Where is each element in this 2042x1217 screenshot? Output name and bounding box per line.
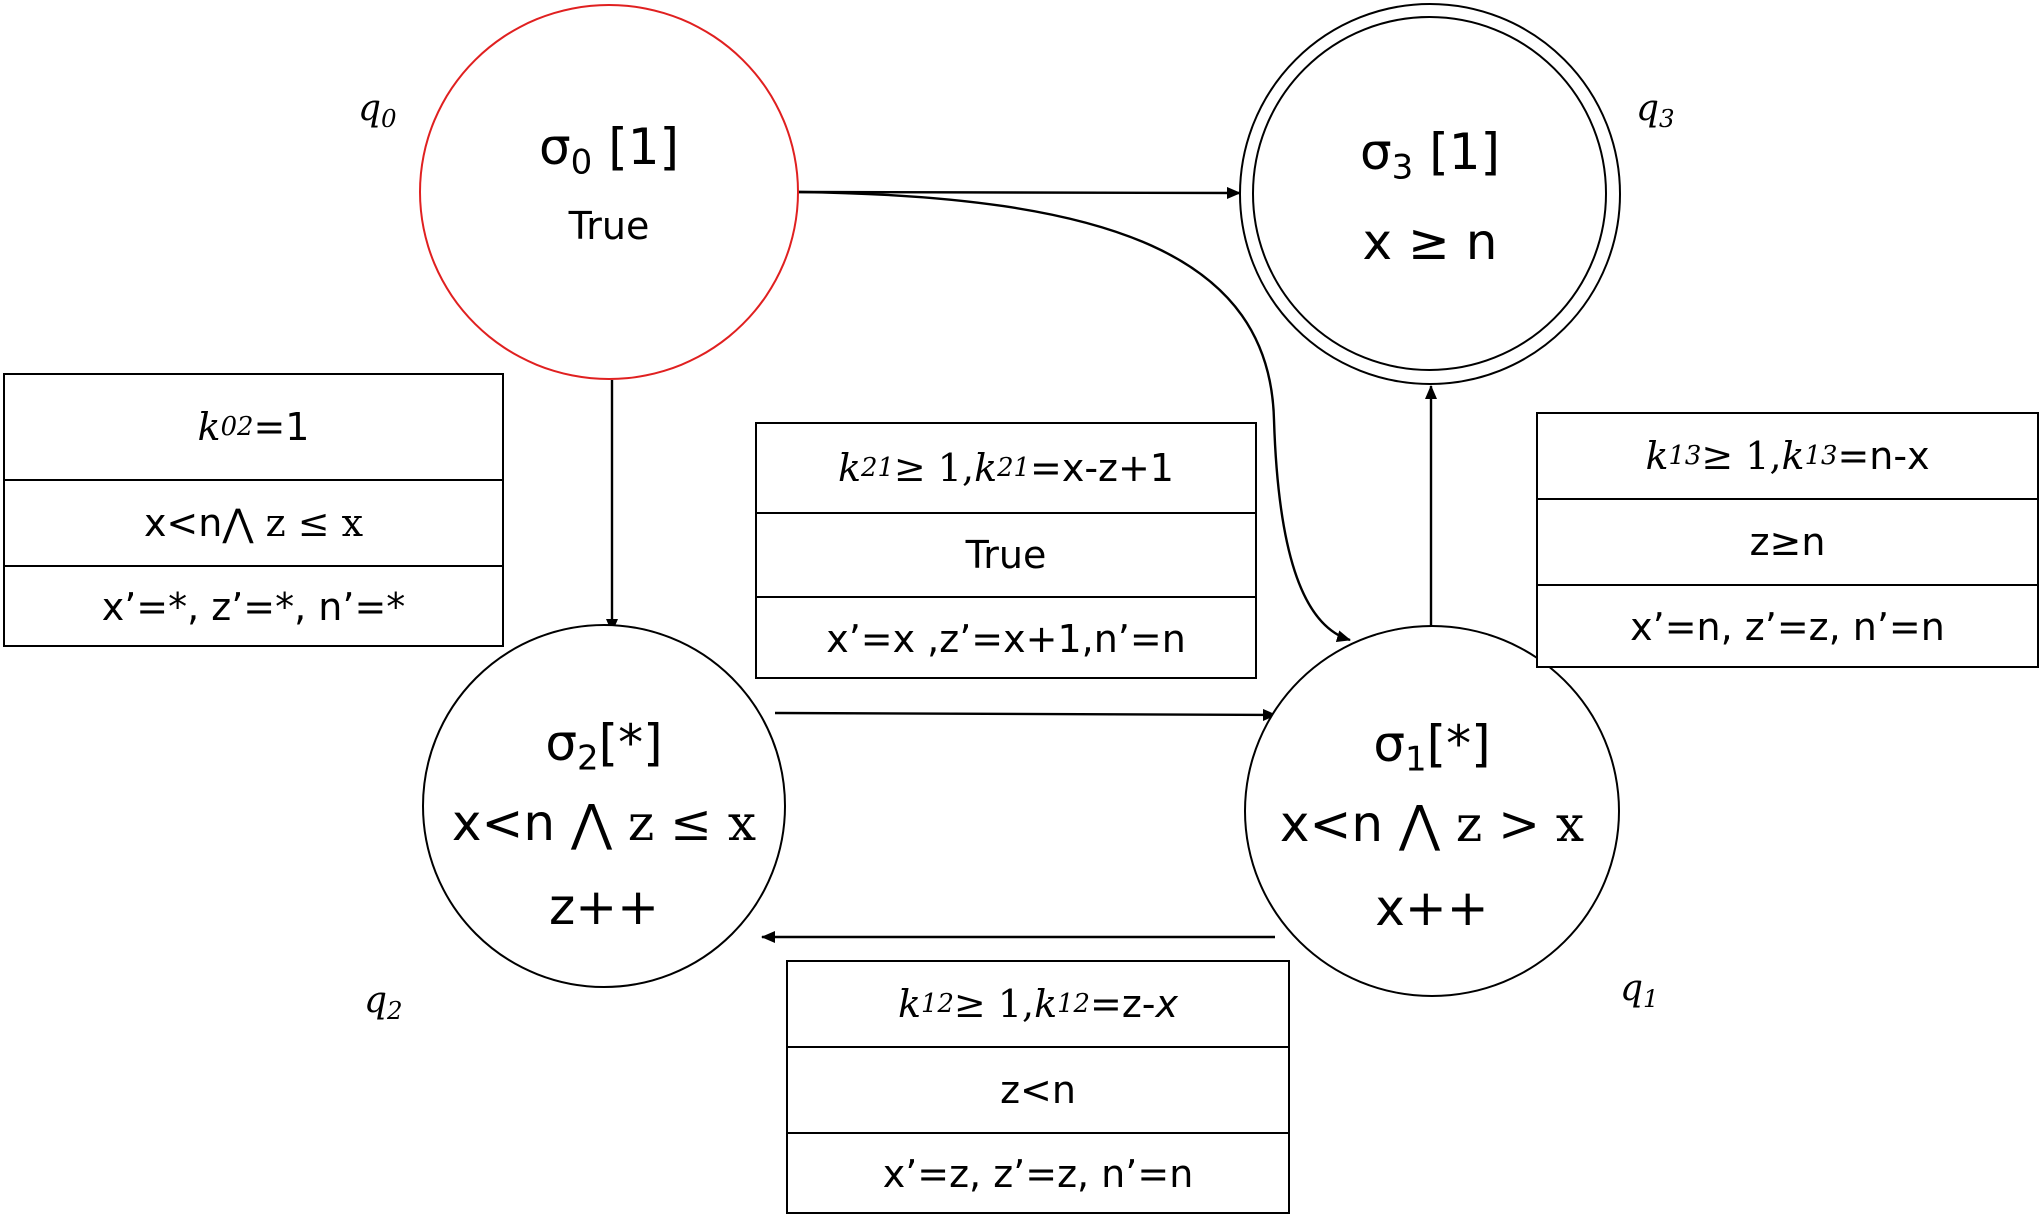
t21-guard: True — [757, 512, 1255, 596]
state-q2-name: σ2[*] — [545, 714, 663, 779]
state-q3-inner-ring — [1252, 16, 1607, 371]
edge-q0-q3 — [797, 186, 1241, 199]
state-q0-invariant: True — [568, 204, 650, 248]
state-q2-invariant: x<n ⋀ z ≤ x — [451, 794, 757, 852]
state-q0-label: q0 — [358, 88, 397, 133]
edge-q2-q1 — [774, 708, 1277, 721]
state-q2: σ2[*] x<n ⋀ z ≤ x z++ — [422, 624, 786, 988]
state-q3-invariant: x ≥ n — [1362, 213, 1498, 271]
state-q1-invariant: x<n ⋀ z > x — [1279, 795, 1585, 853]
state-q2-label: q2 — [364, 980, 403, 1025]
t13-guard: z≥n — [1538, 498, 2037, 584]
t12-guard: z<n — [788, 1046, 1288, 1132]
state-q0-name: σ0 [1] — [538, 118, 680, 183]
state-q2-update: z++ — [548, 878, 660, 936]
t02-guard: x<n ⋀ z ≤ x — [5, 479, 502, 565]
state-q3-label: q3 — [1636, 88, 1675, 133]
state-q3: σ3 [1] x ≥ n — [1239, 3, 1621, 385]
edge-q0-q1 — [797, 190, 1351, 642]
t13-reset: x’=n, z’=z, n’=n — [1538, 584, 2037, 668]
state-q1-name: σ1[*] — [1373, 715, 1491, 780]
state-q1: σ1[*] x<n ⋀ z > x x++ — [1244, 625, 1620, 997]
t21-reset: x’=x ,z’=x+1,n’=n — [757, 596, 1255, 679]
t12-reset: x’=z, z’=z, n’=n — [788, 1132, 1288, 1214]
t02-reset: x’=*, z’=*, n’=* — [5, 565, 502, 647]
state-q1-label: q1 — [1620, 968, 1659, 1013]
state-q1-update: x++ — [1375, 879, 1489, 937]
state-q0: σ0 [1] True — [419, 4, 799, 380]
state-q3-name: σ3 [1] — [1359, 123, 1501, 188]
